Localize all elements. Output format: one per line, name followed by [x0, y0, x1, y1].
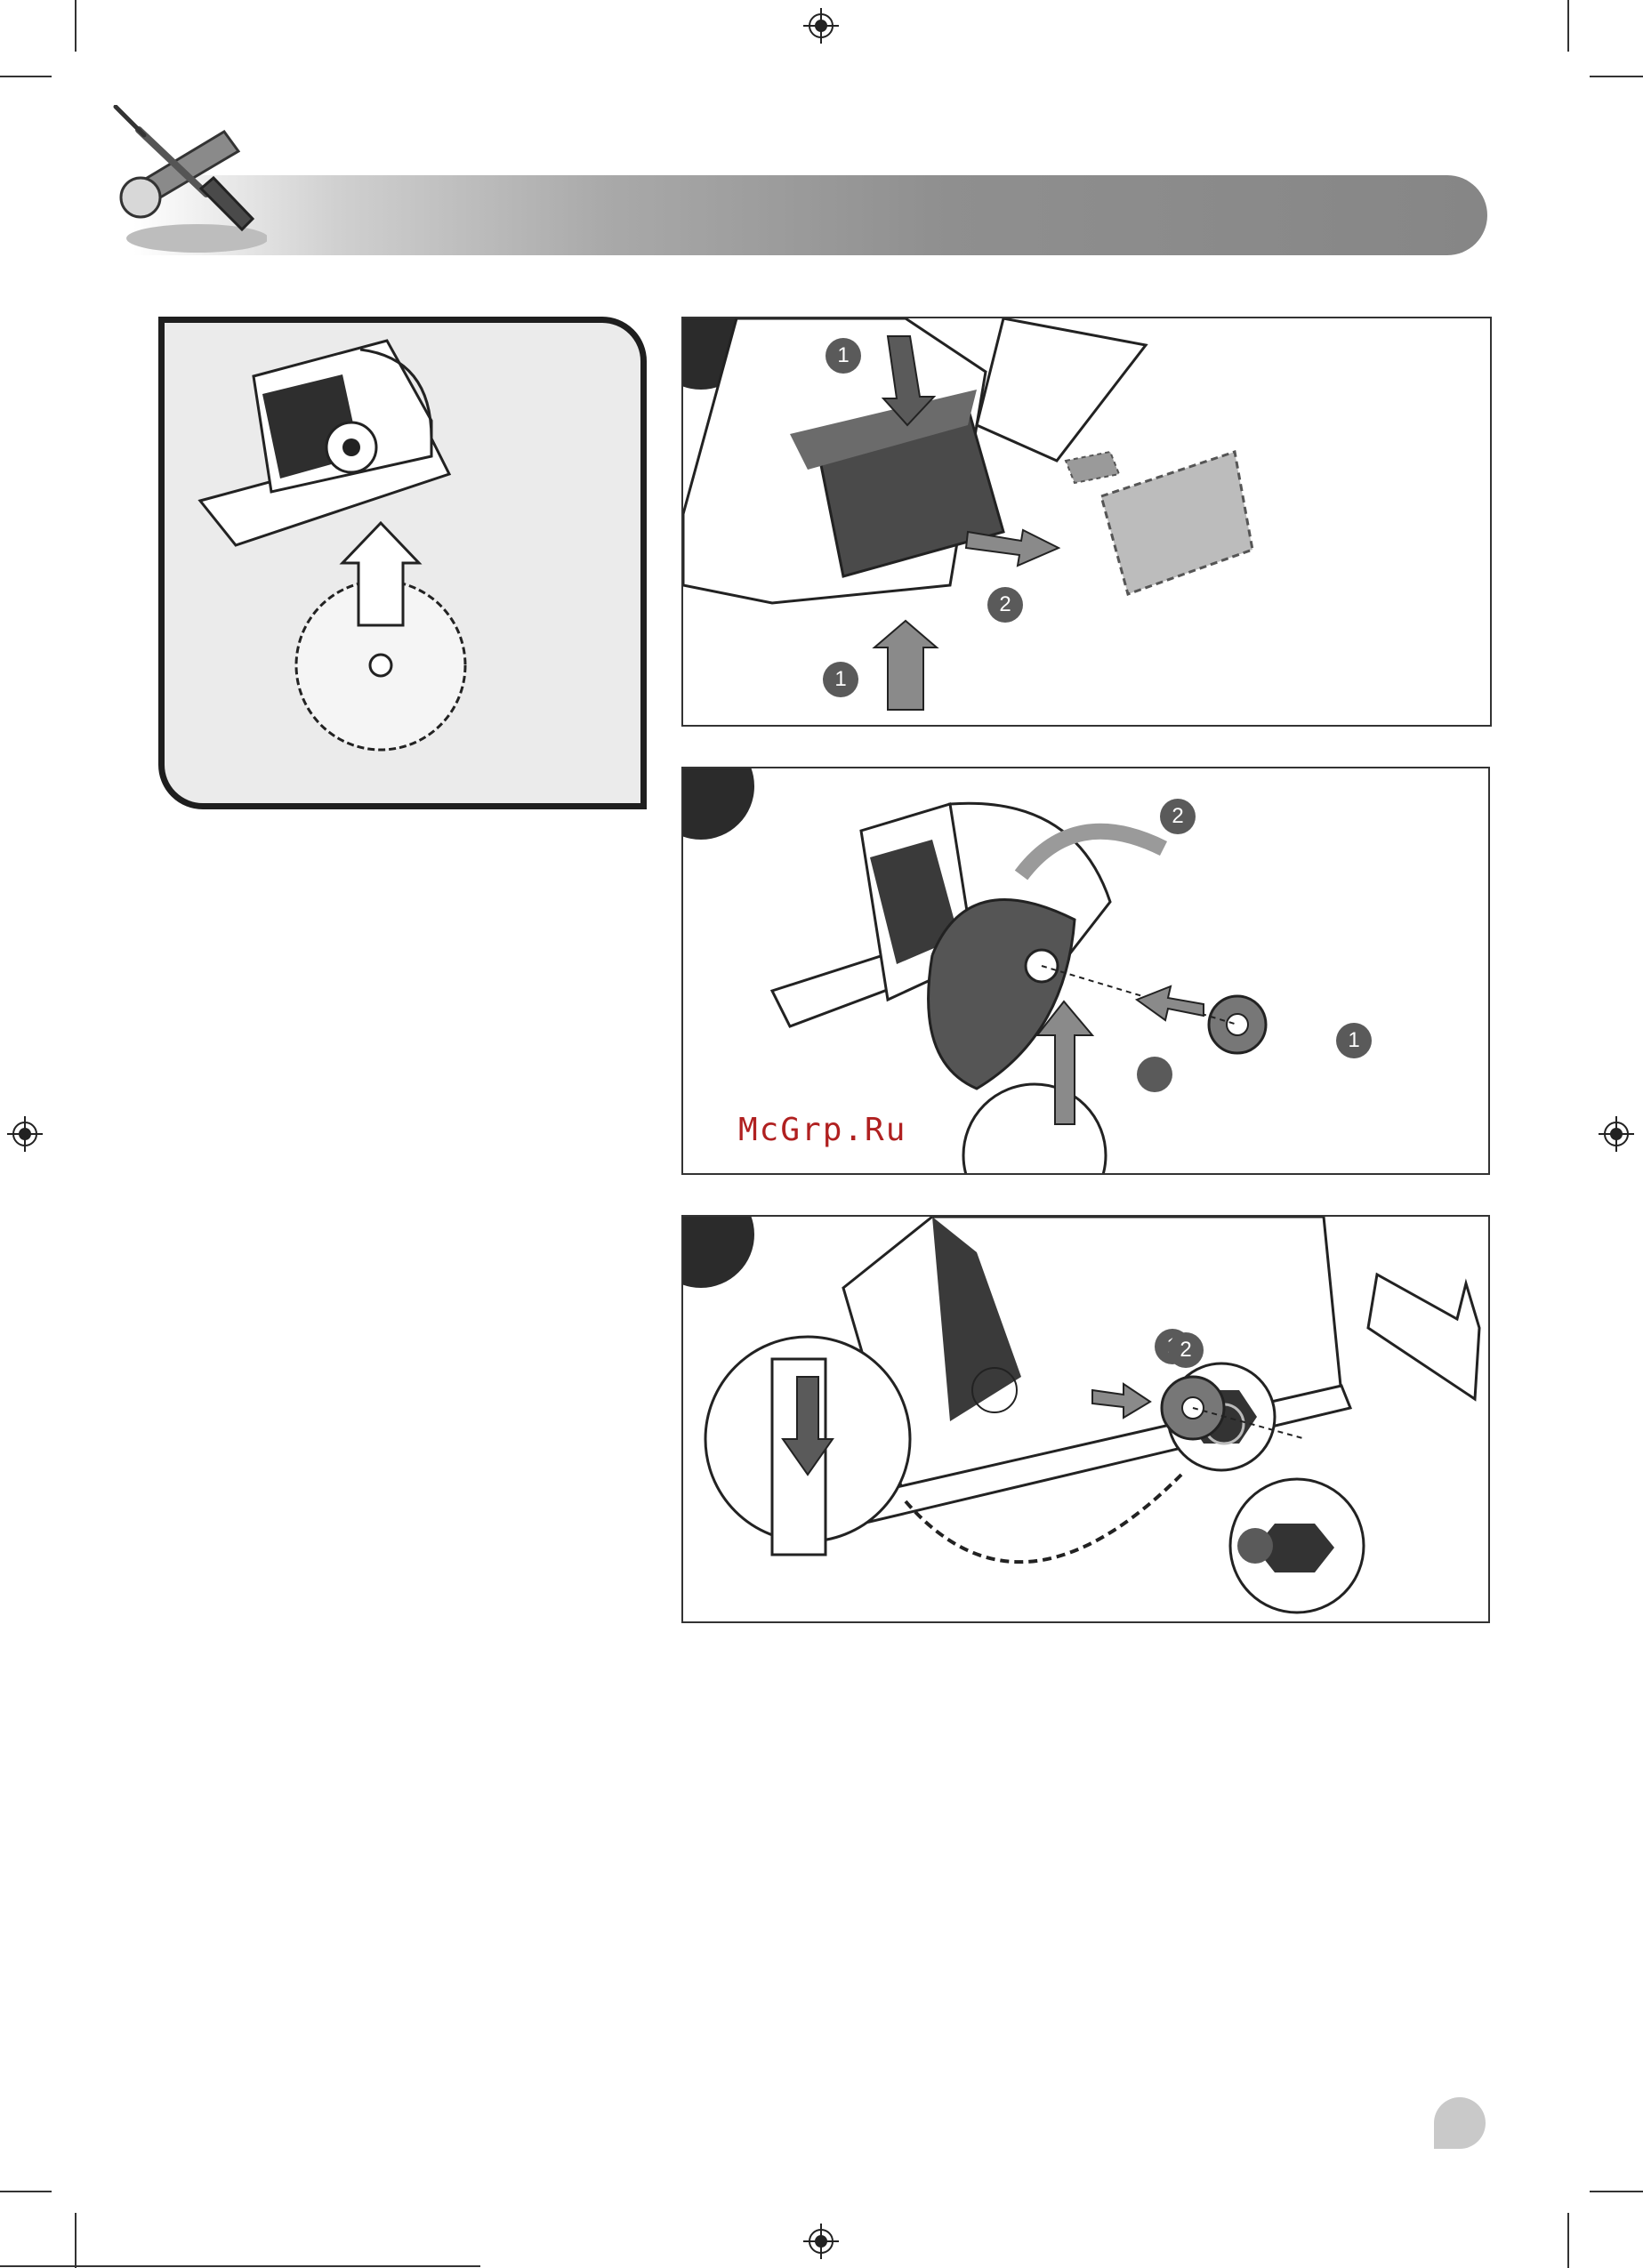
registration-mark-icon [803, 8, 839, 44]
crop-mark [75, 0, 77, 52]
registration-mark-icon [803, 2224, 839, 2259]
step-badge: 2 [1160, 799, 1196, 834]
wrench-screwdriver-icon [109, 105, 267, 258]
saw-blade-illustration [165, 323, 640, 803]
step-badge: 1 [823, 662, 858, 697]
illustration-panel-b: 1 2 1 [681, 317, 1492, 727]
illustration-panel-d: 1 2 [681, 1215, 1490, 1623]
crop-mark [1590, 2191, 1643, 2192]
crop-mark [0, 2265, 480, 2267]
step-badge: 1 [1336, 1023, 1372, 1058]
watermark-text: McGrp.Ru [738, 1112, 906, 1148]
step-badge-blank [1237, 1528, 1273, 1564]
registration-mark-icon [7, 1116, 43, 1152]
illustration-panel-a [158, 317, 647, 809]
spindle-lock-illustration [683, 1217, 1488, 1621]
step-badge: 2 [987, 587, 1023, 623]
crop-mark [1567, 2213, 1569, 2268]
battery-removal-illustration [683, 318, 1490, 725]
crop-mark [0, 2191, 52, 2192]
crop-mark [1567, 0, 1569, 52]
step-badge-blank [1137, 1057, 1172, 1092]
page-number-tab [1434, 2097, 1486, 2149]
section-header-bar [133, 175, 1487, 255]
crop-mark [75, 2213, 77, 2268]
step-badge: 1 [826, 338, 861, 374]
registration-mark-icon [1599, 1116, 1634, 1152]
crop-mark [0, 76, 52, 77]
step-badge: 2 [1168, 1332, 1204, 1368]
crop-mark [1590, 76, 1643, 77]
